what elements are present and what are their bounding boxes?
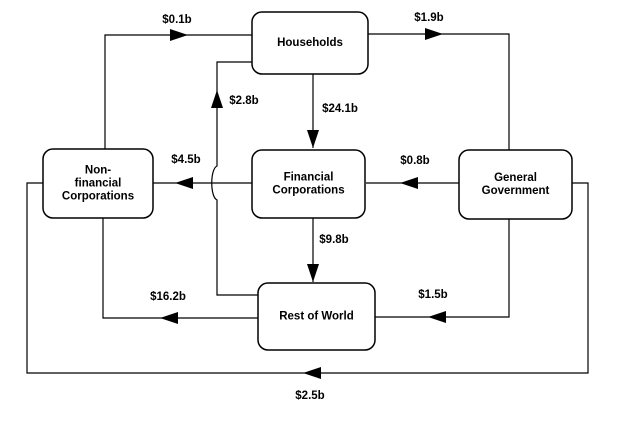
edge-households-to-government: $1.9b (368, 12, 510, 150)
edge-restofworld-to-households: $2.8b (211, 61, 259, 296)
edge-label-financial-to-nfc: $4.5b (171, 154, 200, 166)
node-box (251, 11, 369, 75)
edge-restofworld-to-nfc: $16.2b (102, 218, 258, 324)
node-label: financial (75, 178, 122, 190)
node-box (257, 282, 376, 351)
edge-line (375, 219, 510, 318)
edge-line (104, 34, 252, 149)
arrowhead-icon (170, 29, 188, 41)
edge-financial-to-restofworld: $9.8b (307, 218, 349, 282)
arrowhead-icon (428, 311, 446, 323)
node-box (458, 149, 573, 220)
edge-households-to-financial: $24.1b (307, 74, 358, 148)
node-label: Rest of World (279, 311, 354, 323)
node-box (42, 148, 154, 219)
arrowhead-icon (400, 177, 418, 189)
node-rest-of-world: Rest of World (257, 282, 376, 351)
edge-label-restofworld-to-households: $2.8b (229, 95, 258, 107)
edge-label-households-to-financial: $24.1b (322, 103, 358, 115)
node-label: General (494, 172, 537, 184)
edge-line (368, 33, 510, 150)
edge-label-restofworld-to-nfc: $16.2b (150, 291, 186, 303)
edge-government-to-restofworld: $1.5b (375, 219, 510, 323)
edge-label-government-to-nfc: $2.5b (295, 390, 324, 402)
edge-nfc-to-households: $0.1b (104, 14, 252, 149)
arrowhead-icon (303, 367, 321, 379)
arrowhead-icon (175, 177, 193, 189)
arrowhead-icon (160, 312, 178, 324)
arrowhead-icon (425, 28, 443, 40)
node-label: Corporations (62, 191, 134, 203)
edge-label-government-to-financial: $0.8b (400, 155, 429, 167)
node-label: Non- (85, 165, 111, 177)
edge-financial-to-nfc: $4.5b (153, 154, 252, 189)
edge-label-financial-to-restofworld: $9.8b (319, 234, 348, 246)
edge-label-nfc-to-households: $0.1b (162, 14, 191, 26)
edge-line (102, 218, 258, 319)
node-label: Financial (284, 172, 334, 184)
node-box (251, 149, 366, 219)
node-label: Government (482, 185, 550, 197)
arrowhead-icon (307, 264, 319, 282)
node-label: Households (277, 37, 343, 49)
node-label: Corporations (272, 185, 344, 197)
edge-label-households-to-government: $1.9b (414, 12, 443, 24)
edge-label-government-to-restofworld: $1.5b (418, 289, 447, 301)
arrowhead-icon (211, 90, 223, 108)
arrowhead-icon (307, 130, 319, 148)
node-households: Households (251, 11, 369, 75)
edge-government-to-nfc: $2.5b (26, 182, 589, 402)
edge-government-to-financial: $0.8b (366, 155, 459, 189)
